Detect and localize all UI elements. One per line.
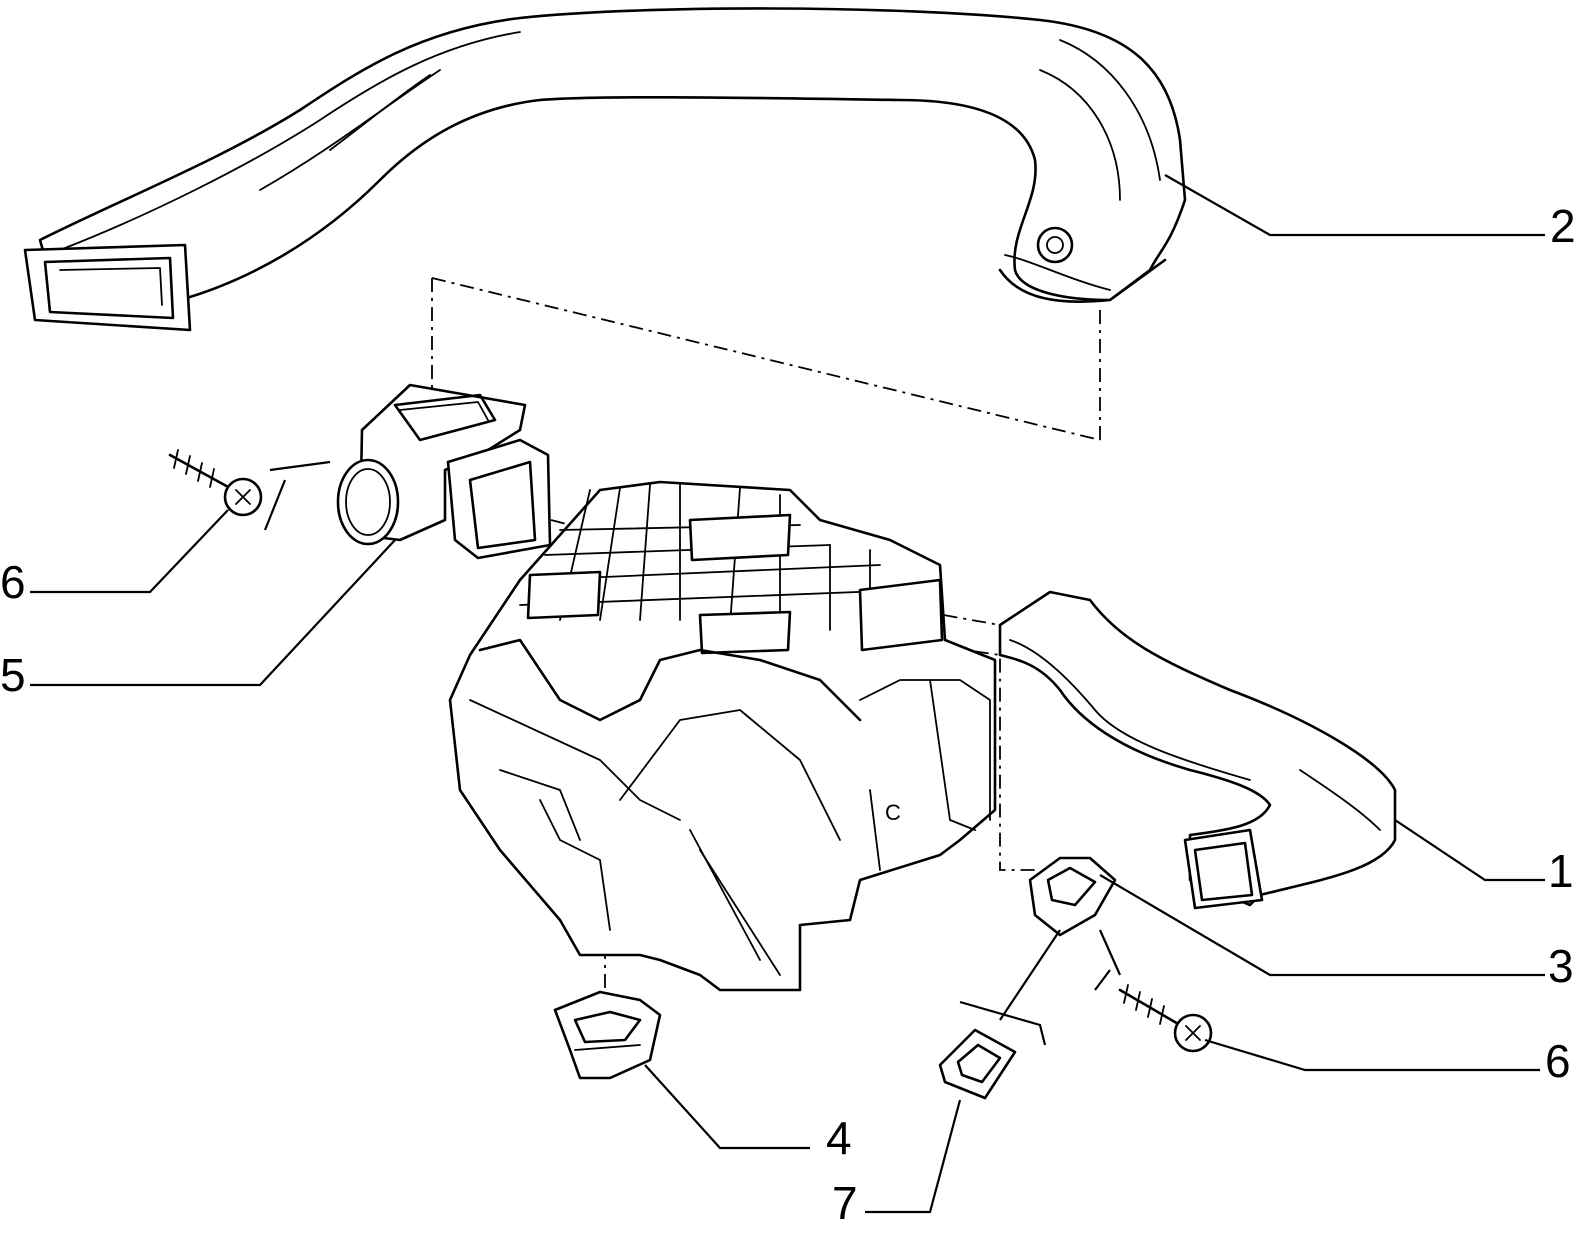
callout-6-right: 6 (1545, 1035, 1571, 1087)
screw-left (168, 449, 263, 517)
callout-6-left: 6 (0, 556, 26, 608)
outlet-grille-part (1028, 856, 1117, 937)
leader-lines (30, 174, 1545, 1214)
screw-right (1118, 984, 1213, 1053)
callout-2: 2 (1550, 200, 1576, 252)
gasket-part (938, 1028, 1017, 1100)
heater-unit-housing: C (448, 480, 997, 992)
callout-7: 7 (832, 1177, 858, 1229)
side-air-duct (998, 590, 1397, 910)
svg-text:C: C (885, 800, 901, 825)
upper-air-duct (23, 7, 1187, 332)
adapter-fitting (336, 383, 552, 560)
callout-3: 3 (1548, 940, 1574, 992)
actuator-part (553, 990, 662, 1080)
callout-4: 4 (826, 1112, 852, 1164)
callout-1: 1 (1548, 845, 1574, 897)
callout-5: 5 (0, 649, 26, 701)
